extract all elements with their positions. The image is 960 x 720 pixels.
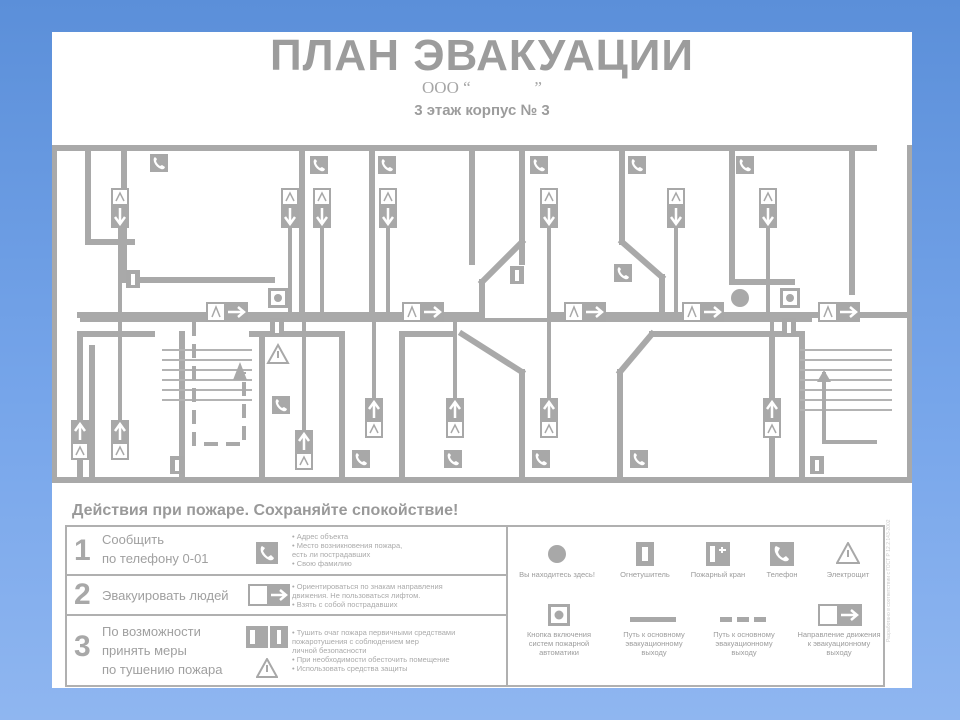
step-1-line2: по телефону 0-01 bbox=[102, 551, 209, 566]
legend-main-path: Путь к основному эвакуационному выходу bbox=[623, 630, 685, 657]
phone-icon bbox=[530, 156, 548, 174]
exit-sign-icon bbox=[444, 396, 466, 440]
legend-extinguisher: Огнетушитель bbox=[620, 570, 670, 579]
step-3-text: По возможности принять меры по тушению п… bbox=[102, 622, 222, 679]
phone-icon bbox=[770, 542, 794, 571]
legend-alt-path: Путь к основному эвакуационному выходу bbox=[713, 630, 775, 657]
phone-icon bbox=[310, 156, 328, 174]
step-1-notes: • Адрес объекта • Место возникновения по… bbox=[292, 532, 402, 568]
floor-label: 3 этаж корпус № 3 bbox=[414, 102, 550, 119]
extinguisher-icon bbox=[270, 318, 284, 336]
note: движения. Не пользоваться лифтом. bbox=[292, 591, 421, 600]
exit-sign-icon bbox=[538, 186, 560, 230]
exit-sign-icon bbox=[562, 300, 608, 324]
note: • Адрес объекта bbox=[292, 532, 349, 541]
warning-icon bbox=[255, 656, 279, 683]
note: • Взять с собой пострадавших bbox=[292, 600, 398, 609]
note: • Место возникновения пожара, bbox=[292, 541, 403, 550]
step-3-notes: • Тушить очаг пожара первичными средства… bbox=[292, 628, 455, 673]
alarm-button-icon bbox=[268, 288, 288, 308]
exit-sign-icon bbox=[248, 584, 290, 611]
step-3-line3: по тушению пожара bbox=[102, 662, 223, 677]
exit-sign-icon bbox=[538, 396, 560, 440]
plan-title: ПЛАН ЭВАКУАЦИИ bbox=[269, 31, 695, 80]
phone-icon bbox=[614, 264, 632, 282]
phone-icon bbox=[150, 154, 168, 172]
phone-icon bbox=[630, 450, 648, 468]
you-are-here-icon bbox=[731, 289, 749, 307]
extinguisher-icon bbox=[782, 318, 796, 336]
hydrant-icon bbox=[246, 626, 290, 653]
legend-phone: Телефон bbox=[766, 570, 798, 579]
step-number: 1 bbox=[74, 534, 91, 567]
exit-sign-icon bbox=[757, 186, 779, 230]
alarm-button-icon bbox=[780, 288, 800, 308]
exit-sign-icon bbox=[69, 418, 91, 462]
exit-sign-icon bbox=[665, 186, 687, 230]
legend-hydrant: Пожарный кран bbox=[690, 570, 746, 579]
alarm-button-icon bbox=[548, 604, 570, 631]
phone-icon bbox=[256, 542, 278, 569]
exit-sign-icon bbox=[818, 604, 862, 631]
legend-alarm-button: Кнопка включения систем пожарной автомат… bbox=[526, 630, 592, 657]
note: • При необходимости обесточить помещение bbox=[292, 655, 450, 664]
phone-icon bbox=[444, 450, 462, 468]
you-are-here-icon bbox=[547, 544, 567, 569]
phone-icon bbox=[352, 450, 370, 468]
evacuation-plan-sheet: ПЛАН ЭВАКУАЦИИ ООО “ ” 3 этаж корпус № 3 bbox=[52, 32, 912, 688]
exit-sign-icon bbox=[109, 418, 131, 462]
step-1-line1: Сообщить bbox=[102, 532, 164, 547]
exit-sign-icon bbox=[761, 396, 783, 440]
phone-icon bbox=[628, 156, 646, 174]
note: личной безопасности bbox=[292, 646, 367, 655]
exit-sign-icon bbox=[279, 186, 301, 230]
phone-icon bbox=[532, 450, 550, 468]
extinguisher-icon bbox=[510, 266, 524, 284]
step-3-line2: принять меры bbox=[102, 643, 187, 658]
hydrant-icon bbox=[706, 542, 730, 571]
note: • Тушить очаг пожара первичными средства… bbox=[292, 628, 456, 637]
exit-sign-icon bbox=[204, 300, 250, 324]
note: есть ли пострадавших bbox=[292, 550, 371, 559]
main-path-line bbox=[630, 610, 676, 628]
extinguisher-icon bbox=[810, 456, 824, 474]
exit-sign-icon bbox=[109, 186, 131, 230]
legend-you-are-here: Вы находитесь здесь! bbox=[519, 570, 595, 579]
legend-electric: Электрощит bbox=[826, 570, 870, 579]
phone-icon bbox=[736, 156, 754, 174]
exit-sign-icon bbox=[377, 186, 399, 230]
extinguisher-icon bbox=[636, 542, 654, 571]
phone-icon bbox=[378, 156, 396, 174]
step-1-text: Сообщить по телефону 0-01 bbox=[102, 530, 209, 568]
exit-sign-icon bbox=[363, 396, 385, 440]
note: • Свою фамилию bbox=[292, 559, 352, 568]
step-2-notes: • Ориентироваться по знакам направления … bbox=[292, 582, 443, 609]
note: • Ориентироваться по знакам направления bbox=[292, 582, 443, 591]
floor-plan bbox=[52, 145, 912, 687]
phone-icon bbox=[272, 396, 290, 414]
warning-icon bbox=[835, 540, 861, 569]
exit-sign-icon bbox=[816, 300, 862, 324]
exit-sign-icon bbox=[311, 186, 333, 230]
organization-name: ООО “ ” bbox=[422, 78, 542, 97]
step-2-text: Эвакуировать людей bbox=[102, 588, 229, 603]
note: • Использовать средства защиты bbox=[292, 664, 408, 673]
step-number: 3 bbox=[74, 630, 91, 663]
step-3-line1: По возможности bbox=[102, 624, 201, 639]
exit-sign-icon bbox=[293, 428, 315, 472]
exit-sign-icon bbox=[400, 300, 446, 324]
actions-title: Действия при пожаре. Сохраняйте спокойст… bbox=[72, 502, 459, 519]
alt-path-line bbox=[720, 610, 766, 628]
note: пожаротушения с соблюдением мер bbox=[292, 637, 419, 646]
legend-direction: Направление движения к эвакуационному вы… bbox=[797, 630, 881, 657]
step-number: 2 bbox=[74, 578, 91, 611]
extinguisher-icon bbox=[126, 270, 140, 288]
side-note: Разработано в соответствии с ГОСТ Р 12.2… bbox=[886, 519, 892, 642]
extinguisher-icon bbox=[170, 456, 184, 474]
warning-icon bbox=[267, 344, 289, 364]
exit-sign-icon bbox=[680, 300, 726, 324]
